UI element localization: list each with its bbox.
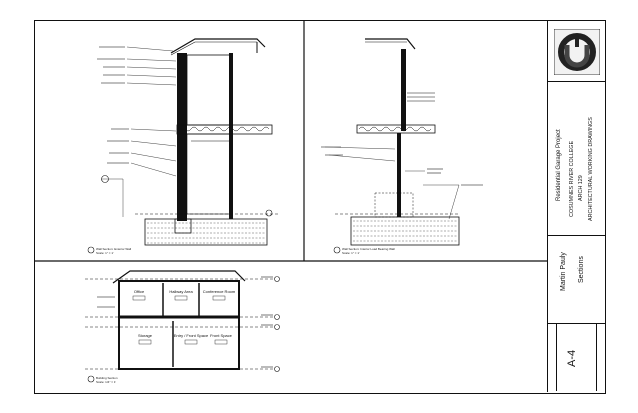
school-name: COSUMNES RIVER COLLEGE: [569, 140, 575, 217]
right-wall-section: Wall Section: Interior Load Bearing Wall…: [321, 38, 483, 255]
room-label-conference: Conference Room: [203, 289, 236, 294]
course-title: ARCHITECTURAL WORKING DRAWINGS: [588, 117, 594, 221]
floor-assembly: [176, 124, 273, 135]
author-name: Martin Pauly: [560, 252, 567, 291]
building-outline: [118, 280, 240, 370]
right-floor-assembly: [356, 124, 436, 134]
room-label-office: Office: [134, 289, 145, 294]
college-logo: [554, 29, 600, 75]
drawing-sheet: Wall Section: Exterior Wall Scale: 1" = …: [34, 20, 606, 394]
room-label-front-space: Front Space: [210, 333, 233, 338]
sheet-title: Sections: [578, 256, 585, 283]
drawings-area: Wall Section: Exterior Wall Scale: 1" = …: [35, 21, 547, 384]
sheet-number: A-4: [566, 349, 578, 367]
interior-wall-upper: [401, 49, 406, 131]
left-wall-section: Wall Section: Exterior Wall Scale: 1" = …: [87, 38, 279, 255]
project-name: Residential Garage Project: [556, 129, 562, 201]
building-section-scale: Scale: 1/4" = 1': [96, 380, 116, 384]
left-section-title: Wall Section: Exterior Wall: [96, 247, 131, 251]
room-label-entry: Entry / Front Space: [174, 333, 209, 338]
right-section-scale: Scale: 1" = 1': [342, 251, 360, 255]
building-section: Office Hallway Area Conference Room Stor…: [85, 270, 280, 384]
course-code: ARCH 129: [578, 175, 584, 201]
room-label-storage: Storage: [138, 333, 153, 338]
left-section-scale: Scale: 1" = 1': [96, 251, 114, 255]
title-block: Residential Garage Project COSUMNES RIVE…: [547, 21, 605, 392]
foundation: [144, 218, 268, 246]
room-label-hallway: Hallway Area: [169, 289, 193, 294]
exterior-wall: [177, 53, 187, 221]
right-section-title: Wall Section: Interior Load Bearing Wall: [342, 247, 395, 251]
building-section-title: Building Section: [96, 376, 118, 380]
